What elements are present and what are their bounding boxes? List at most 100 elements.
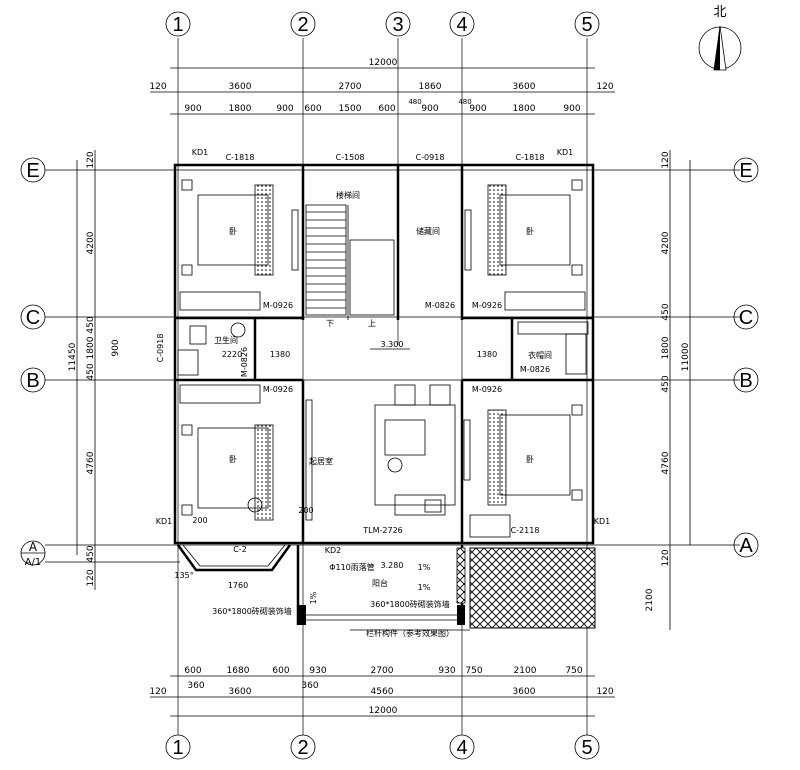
sink-icon <box>230 322 246 338</box>
svg-text:B: B <box>739 370 752 392</box>
north-label: 北 <box>713 5 726 20</box>
door-m0826-cloak: M-0826 <box>520 365 550 374</box>
svg-text:450: 450 <box>86 363 96 380</box>
svg-text:1800: 1800 <box>661 336 671 359</box>
door-m0926-ne: M-0926 <box>472 301 502 310</box>
axis-bubble-5 <box>574 11 600 37</box>
bedroom-se-label: 卧 <box>526 455 534 464</box>
svg-text:120: 120 <box>149 687 166 697</box>
decor-wall-right-note: 360*1800砖砌装饰墙 <box>370 599 450 609</box>
axis-bubble-E-left <box>20 157 46 183</box>
coffee-table <box>384 419 426 456</box>
wardrobe-nw <box>179 291 261 311</box>
svg-text:1800: 1800 <box>229 104 252 114</box>
svg-text:1680: 1680 <box>227 666 250 676</box>
svg-text:2700: 2700 <box>339 82 362 92</box>
svg-text:1860: 1860 <box>419 82 442 92</box>
svg-text:3600: 3600 <box>229 687 252 697</box>
svg-text:C: C <box>739 307 753 329</box>
axis-bubble-3 <box>385 11 411 37</box>
svg-text:450: 450 <box>86 545 96 562</box>
svg-text:930: 930 <box>438 666 455 676</box>
window-c1508: C-1508 <box>336 153 365 162</box>
svg-text:11450: 11450 <box>68 342 78 371</box>
storage-label: 储藏间 <box>416 226 440 236</box>
annotations: 3.300 3.280 2220 1380 1380 1760 200 200 … <box>174 340 497 638</box>
terrace-hatch <box>469 547 596 629</box>
axis-bubble-B-right <box>733 367 759 393</box>
axis-bubble-4-bottom <box>449 734 475 760</box>
svg-text:A: A <box>29 540 38 554</box>
railing-note: 栏杆构件（参考效果图） <box>366 628 454 638</box>
door-m0826-bath: M-0826 <box>240 347 249 377</box>
door-m0926-nw: M-0926 <box>263 301 293 310</box>
wardrobe-sw <box>179 384 261 404</box>
svg-text:4200: 4200 <box>86 231 96 254</box>
living-label: 起居室 <box>309 456 333 466</box>
axis-bubbles-left: E C B A A/1 <box>20 157 46 568</box>
svg-text:900: 900 <box>421 104 438 114</box>
svg-text:360: 360 <box>187 681 204 691</box>
window-c2118: C-2118 <box>511 526 540 535</box>
bedroom-ne-label: 卧 <box>526 227 534 236</box>
width-1380-right: 1380 <box>477 350 497 359</box>
width-1760: 1760 <box>228 581 248 590</box>
wardrobe-ne <box>504 291 586 311</box>
svg-text:480: 480 <box>408 98 421 106</box>
svg-text:3600: 3600 <box>229 82 252 92</box>
svg-text:4760: 4760 <box>86 451 96 474</box>
bed-se <box>499 414 571 496</box>
axis-label-2: 2 <box>297 14 308 36</box>
axis-bubble-2 <box>290 11 316 37</box>
svg-text:120: 120 <box>596 687 613 697</box>
svg-text:750: 750 <box>565 666 582 676</box>
axis-bubble-B-left <box>20 367 46 393</box>
walls <box>173 163 595 625</box>
svg-text:12000: 12000 <box>369 58 398 68</box>
north-arrow: 北 <box>698 5 742 71</box>
svg-text:120: 120 <box>661 151 671 168</box>
top-dimensions: 12000 120 3600 2700 1860 3600 120 900 18… <box>149 58 615 115</box>
width-2220: 2220 <box>222 350 242 359</box>
svg-text:600: 600 <box>304 104 321 114</box>
opening-labels: C-1818 C-1508 C-0918 C-1818 C-0918 C-2 C… <box>156 148 611 555</box>
svg-text:120: 120 <box>661 549 671 566</box>
bedroom-nw-label: 卧 <box>229 227 237 236</box>
svg-text:600: 600 <box>378 104 395 114</box>
door-m0826-storage: M-0826 <box>425 301 455 310</box>
axis-label-5-bottom: 5 <box>581 737 592 759</box>
svg-text:600: 600 <box>184 666 201 676</box>
axis-label-5: 5 <box>581 14 592 36</box>
svg-text:900: 900 <box>469 104 486 114</box>
kd1-se: KD1 <box>594 517 611 526</box>
axis-bubble-5-bottom <box>574 734 600 760</box>
axis-bubble-C-right <box>733 304 759 330</box>
axis-bubble-2-bottom <box>290 734 316 760</box>
kd1-sw: KD1 <box>156 517 173 526</box>
bottom-dimensions: 600 1680 600 930 2700 930 750 2100 750 3… <box>149 666 615 717</box>
nightstand <box>181 179 193 191</box>
svg-text:480: 480 <box>458 98 471 106</box>
svg-text:900: 900 <box>276 104 293 114</box>
svg-text:120: 120 <box>149 82 166 92</box>
level-3300: 3.300 <box>381 340 404 349</box>
axis-bubble-1 <box>165 11 191 37</box>
axis-bubble-A-right <box>733 532 759 558</box>
svg-text:120: 120 <box>86 569 96 586</box>
svg-text:11000: 11000 <box>681 342 691 371</box>
axis-bubbles-top: 1 2 3 4 5 <box>165 11 600 37</box>
svg-text:1800: 1800 <box>513 104 536 114</box>
svg-text:2100: 2100 <box>514 666 537 676</box>
kd1-nw: KD1 <box>192 148 209 157</box>
svg-text:4760: 4760 <box>661 451 671 474</box>
slope-2: 1% <box>418 583 431 592</box>
furniture <box>177 179 589 538</box>
svg-text:600: 600 <box>272 666 289 676</box>
svg-text:2700: 2700 <box>371 666 394 676</box>
stair-up-label: 上 <box>368 319 376 328</box>
svg-text:900: 900 <box>111 339 121 356</box>
axis-bubbles-right: E C B A <box>733 157 759 558</box>
svg-text:4560: 4560 <box>371 687 394 697</box>
axis-grid <box>45 38 740 735</box>
svg-text:900: 900 <box>184 104 201 114</box>
